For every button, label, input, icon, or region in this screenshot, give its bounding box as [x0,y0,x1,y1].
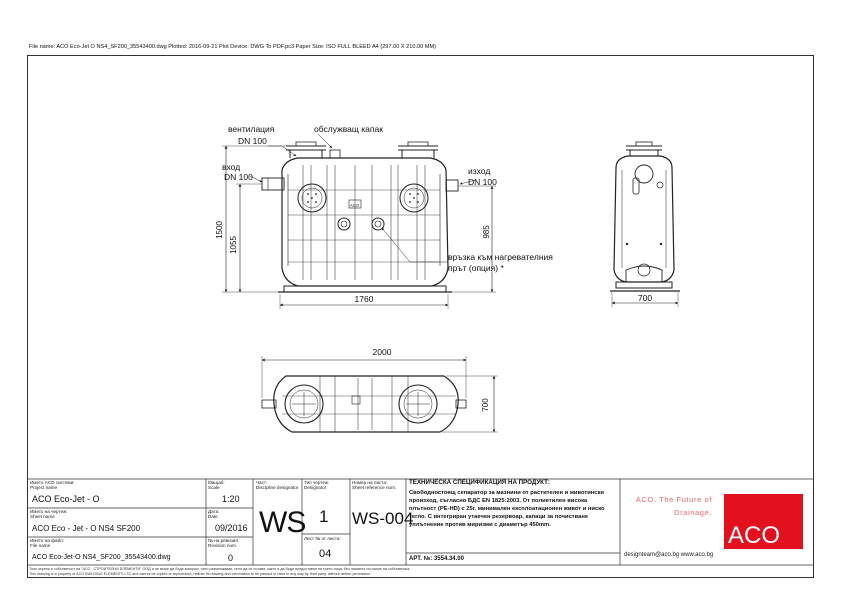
discipline-value: WS [259,506,306,539]
ventilation-label: вентилация [228,124,275,134]
project-name-value: ACO Eco-Jet - O [32,494,100,504]
dim-length-top: 2000 [373,347,392,357]
sheet-number-label: Номер на листа:Sheet reference num. [352,480,397,490]
ventilation-dn-label: DN 100 [238,136,267,146]
outlet-dn-label: DN 100 [468,177,497,187]
service-cover-label: обслужващ капак [314,124,383,134]
spec-line: тегло. С интегриран утаечен резервоар, к… [409,514,589,521]
project-name-label: Името АСО системи:Project name [30,480,75,490]
dim-height-outlet: 985 [482,225,491,239]
dim-width-top: 700 [481,398,490,412]
scale-value: 1:20 [222,494,240,504]
aco-logo: ACO [724,494,803,549]
sheet-count-value: 04 [319,548,332,560]
sheet-name-label: Името на чертеж:Sheet name [30,509,68,519]
heater-connection-label: връзка към нагревателния [448,252,553,262]
date-label: Дата:Date [208,509,220,519]
sheet-number-value: WS-004 [352,509,414,528]
revision-value: 0 [228,553,234,563]
designator-label: Тип чертеж:Designator [304,480,330,490]
plot-info: File name: ACO Eco-Jet O NS4_SF200_35543… [29,44,436,50]
front-view [222,133,496,309]
dim-height-total: 1500 [215,221,224,239]
contact-info: designteam@aco.bg www.aco.bg [624,552,714,558]
spec-line: Свободностоящ сепаратор за мазнини от ра… [409,490,604,496]
sheet-count-label: Лист № от листа: [304,536,341,541]
inlet-label: вход [222,162,240,172]
file-name-value: ACO Eco-Jet-O NS4_SF200_35543400.dwg [32,554,171,561]
aco-logo-text: ACO [728,522,781,549]
inlet-dn-label: DN 100 [224,172,253,182]
dim-width-side: 700 [638,293,652,303]
discipline-label: Част:Discipline designator [256,480,299,490]
file-name-label: Името на файл:File name [30,538,64,548]
sticker-label: ACO [350,203,360,208]
brand-tagline: ACO. The Future of Drainage. [635,495,712,517]
spec-text: Свободностоящ сепаратор за мазнини от ра… [409,489,619,529]
spec-title: ТЕХНИЧЕСКА СПЕЦИФИКАЦИЯ НА ПРОДУКТ: [409,479,550,486]
outlet-label: изход [468,166,490,176]
article-number: АРТ. №: 3554.34.00 [409,556,464,562]
designator-value: 1 [319,507,329,526]
top-view [261,356,498,433]
spec-line: произход, съгласно БДС EN 1825:2003. От … [409,498,588,505]
date-value: 09/2016 [215,523,248,533]
sheet-name-value: ACO Eco - Jet - O NS4 SF200 [32,524,141,533]
revision-label: № на ревизия:Revision num. [208,538,240,548]
spec-line: уплътнение против миризми с диаметър 450… [409,522,551,529]
heater-rod-label: прът (опция) * [448,263,504,273]
drawing-frame [27,55,814,578]
scale-label: Мащаб:Scale [208,480,225,490]
title-block-grid [28,478,813,566]
side-view [610,141,680,307]
spec-line: плътност (PE-HD) с 25г. минимален експло… [409,506,605,513]
dim-height-inlet: 1055 [229,236,238,254]
disclaimer: Този чертеж е собственост на "АСО - СТРО… [29,567,411,576]
dim-length-front: 1760 [355,294,374,304]
